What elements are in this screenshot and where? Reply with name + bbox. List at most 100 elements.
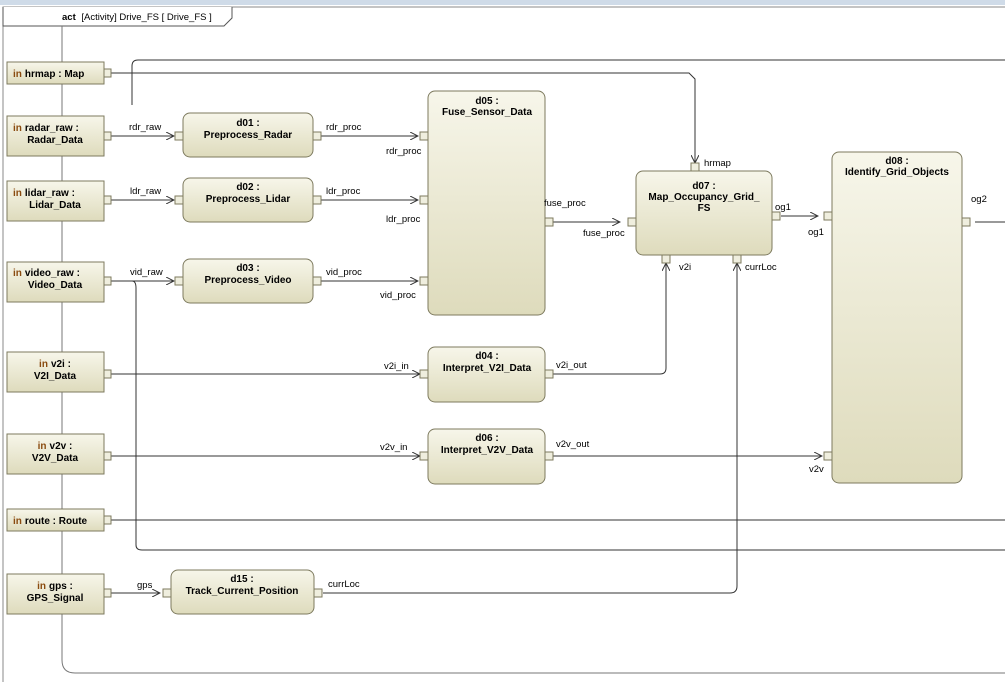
pin-in xyxy=(419,276,429,286)
param-type: Lidar_Data xyxy=(29,200,81,211)
action-name: Interpret_V2I_Data xyxy=(443,363,532,374)
label-v2v: v2v xyxy=(809,464,824,475)
param-name: gps : xyxy=(49,581,73,592)
label-vid-raw: vid_raw xyxy=(130,267,163,278)
action-id: d02 : xyxy=(236,182,259,193)
pin-out xyxy=(771,211,781,221)
label-rdr-proc-in: rdr_proc xyxy=(386,146,422,157)
action-id: d15 : xyxy=(230,574,253,585)
flows xyxy=(104,59,1005,593)
action-id: d04 : xyxy=(475,351,498,362)
param-kw: in xyxy=(13,69,22,80)
action-name: Preprocess_Video xyxy=(204,275,291,286)
label-ldr-raw: ldr_raw xyxy=(130,186,161,197)
label-currloc: currLoc xyxy=(745,262,777,273)
label-fuse-proc-in: fuse_proc xyxy=(583,228,625,239)
action-name: Track_Current_Position xyxy=(186,586,299,597)
label-vid-proc-in: vid_proc xyxy=(380,290,416,301)
pin-in xyxy=(419,195,429,205)
pin-in xyxy=(823,451,833,461)
param-name: v2v : xyxy=(50,441,73,452)
flow-video-loop xyxy=(131,280,1005,551)
label-og1-in: og1 xyxy=(808,227,824,238)
label-v2i-in: v2i_in xyxy=(384,361,409,372)
action-d15[interactable]: d15 : Track_Current_Position xyxy=(162,569,323,615)
pin-out xyxy=(312,195,322,205)
frame-kind: act xyxy=(62,12,77,23)
action-d08[interactable]: d08 : Identify_Grid_Objects xyxy=(823,151,971,484)
param-name: hrmap : Map xyxy=(25,69,84,80)
action-id: d05 : xyxy=(475,96,498,107)
action-name: Preprocess_Lidar xyxy=(206,194,291,205)
param-type: V2I_Data xyxy=(34,371,77,382)
pin-labels: rdr_raw rdr_proc rdr_proc ldr_raw ldr_pr… xyxy=(129,122,987,591)
window-top-strip xyxy=(0,0,1005,5)
pin-out xyxy=(312,276,322,286)
label-v2v-in: v2v_in xyxy=(380,442,407,453)
label-v2i: v2i xyxy=(679,262,691,273)
flow-hrmap-to-right xyxy=(131,59,1005,73)
pin-in xyxy=(823,211,833,221)
action-name: Preprocess_Radar xyxy=(204,130,292,141)
pin-in xyxy=(174,195,184,205)
label-ldr-proc-out: ldr_proc xyxy=(326,186,361,197)
pin-out xyxy=(544,451,554,461)
action-d07[interactable]: d07 : Map_Occupancy_Grid_ FS xyxy=(627,162,781,264)
param-type: GPS_Signal xyxy=(27,593,84,604)
label-og1-out: og1 xyxy=(775,202,791,213)
action-name-2: FS xyxy=(698,203,711,214)
pin-out xyxy=(313,588,323,598)
label-vid-proc-out: vid_proc xyxy=(326,267,362,278)
pin-in xyxy=(174,131,184,141)
activity-frame: act [Activity] Drive_FS [ Drive_FS ] xyxy=(2,6,1005,682)
pin-out xyxy=(544,217,554,227)
frame-title-text: [Activity] Drive_FS [ Drive_FS ] xyxy=(81,12,211,23)
label-currloc-out: currLoc xyxy=(328,579,360,590)
action-d02[interactable]: d02 : Preprocess_Lidar xyxy=(174,177,322,223)
action-d06[interactable]: d06 : Interpret_V2V_Data xyxy=(419,428,554,485)
pin-out xyxy=(544,369,554,379)
pin-in xyxy=(162,588,172,598)
pin-in xyxy=(174,276,184,286)
label-fuse-proc-out: fuse_proc xyxy=(544,198,586,209)
param-kw: in xyxy=(13,516,22,527)
param-name: video_raw : xyxy=(25,268,80,279)
label-rdr-proc-out: rdr_proc xyxy=(326,122,362,133)
param-kw: in xyxy=(39,359,48,370)
action-name: Identify_Grid_Objects xyxy=(845,167,949,178)
param-kw: in xyxy=(37,581,46,592)
action-d01[interactable]: d01 : Preprocess_Radar xyxy=(174,112,322,158)
pin-out xyxy=(312,131,322,141)
action-d05[interactable]: d05 : Fuse_Sensor_Data xyxy=(419,90,554,316)
param-kw: in xyxy=(38,441,47,452)
param-type: Radar_Data xyxy=(27,135,83,146)
pin-in xyxy=(732,254,742,264)
pin-out xyxy=(961,217,971,227)
param-type: V2V_Data xyxy=(32,453,79,464)
param-name: v2i : xyxy=(51,359,71,370)
flow-hrmap-to-d07 xyxy=(104,72,695,163)
param-kw: in xyxy=(13,123,22,134)
action-d04[interactable]: d04 : Interpret_V2I_Data xyxy=(419,346,554,403)
pin-in xyxy=(661,254,671,264)
param-type: Video_Data xyxy=(28,280,83,291)
param-name: route : Route xyxy=(25,516,88,527)
action-d03[interactable]: d03 : Preprocess_Video xyxy=(174,258,322,304)
pin-in xyxy=(419,131,429,141)
param-name: lidar_raw : xyxy=(25,188,75,199)
pin-in xyxy=(627,217,637,227)
